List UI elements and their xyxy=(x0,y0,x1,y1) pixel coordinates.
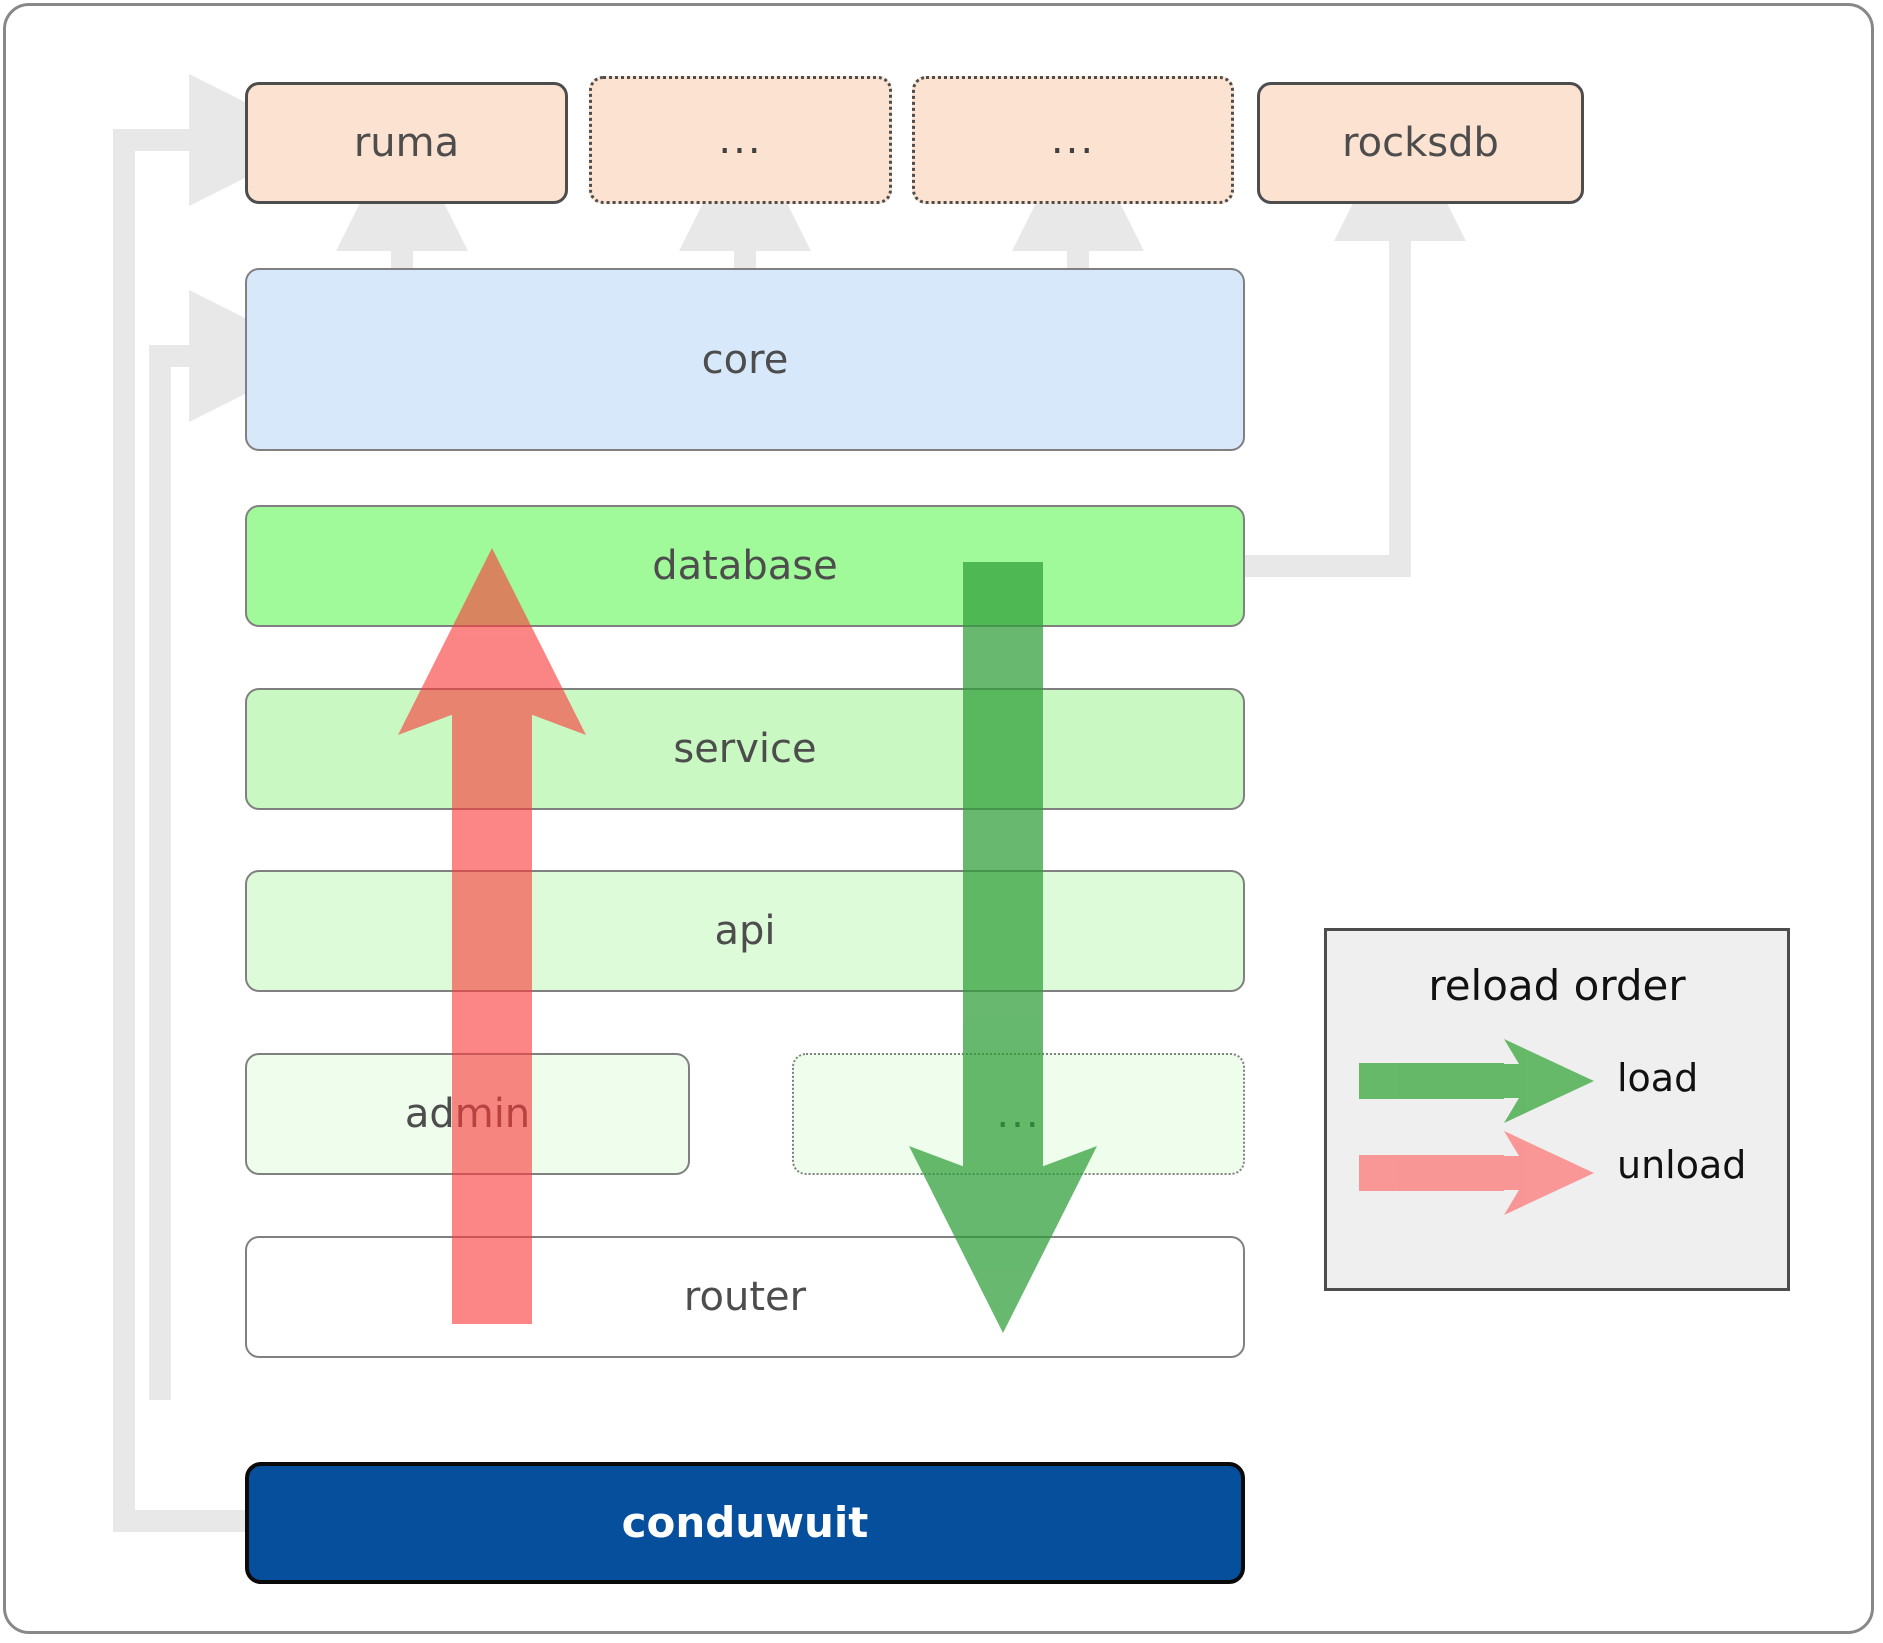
layer-box-api[interactable]: api xyxy=(245,870,1245,992)
legend-load-arrow-icon xyxy=(1359,1039,1594,1123)
connector-conduwuit-to-ruma xyxy=(113,74,321,1532)
dependency-label-more-2: ... xyxy=(1050,117,1096,163)
legend-panel: reload order load unload xyxy=(1324,928,1790,1291)
dependency-label-ruma: ruma xyxy=(353,120,460,166)
legend-title: reload order xyxy=(1428,961,1686,1010)
legend-unload-arrow-icon xyxy=(1359,1131,1594,1215)
layer-box-router[interactable]: router xyxy=(245,1236,1245,1358)
dependency-label-more-1: ... xyxy=(718,117,763,163)
layer-label-core: core xyxy=(701,336,789,383)
layer-label-database: database xyxy=(652,543,838,589)
layer-label-router: router xyxy=(683,1274,807,1320)
dependency-box-more-1[interactable]: ... xyxy=(589,76,892,204)
connector-database-to-rocksdb xyxy=(1245,109,1466,577)
dependency-box-rocksdb[interactable]: rocksdb xyxy=(1257,82,1584,204)
root-box-conduwuit[interactable]: conduwuit xyxy=(245,1462,1245,1584)
layer-label-service: service xyxy=(673,726,817,772)
layer-box-core[interactable]: core xyxy=(245,268,1245,451)
root-label-conduwuit: conduwuit xyxy=(621,1498,869,1547)
dependency-box-ruma[interactable]: ruma xyxy=(245,82,568,204)
dependency-label-rocksdb: rocksdb xyxy=(1342,120,1499,166)
legend-label-unload: unload xyxy=(1617,1143,1747,1187)
legend-label-load: load xyxy=(1617,1056,1699,1100)
layer-label-api: api xyxy=(714,908,776,954)
dependency-box-more-2[interactable]: ... xyxy=(912,76,1234,204)
flow-arrow-load xyxy=(909,562,1097,1333)
layer-box-database[interactable]: database xyxy=(245,505,1245,627)
flow-arrow-unload xyxy=(398,548,586,1324)
connector-conduwuit-to-core xyxy=(149,290,321,1400)
